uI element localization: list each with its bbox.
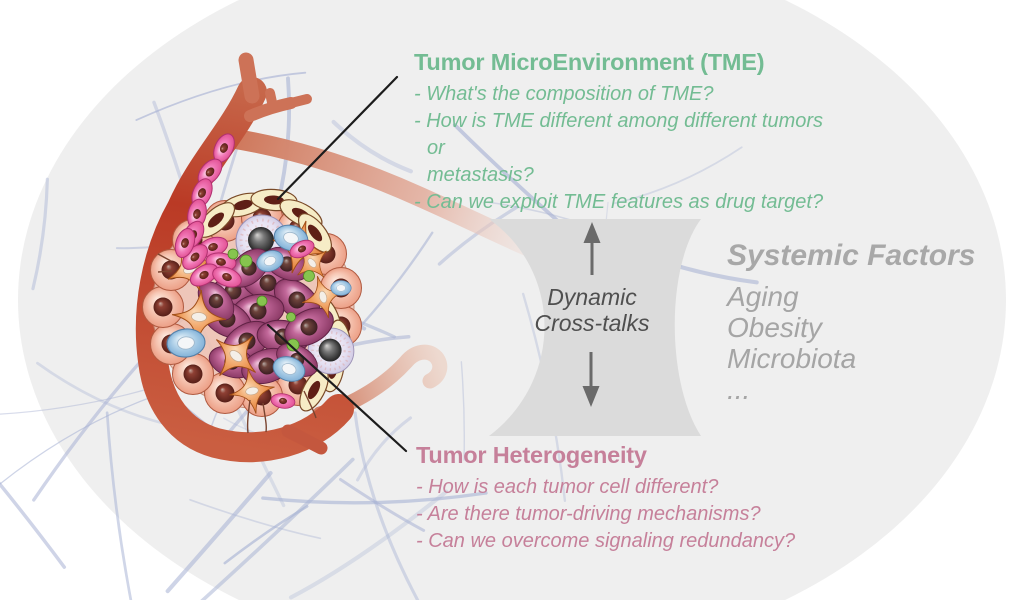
vessel-hook-bottom-right: [312, 344, 448, 422]
tme-question-1: - What's the composition of TME?: [414, 83, 714, 106]
systemic-item-aging: Aging: [727, 280, 799, 312]
heterogeneity-text-block: Tumor Heterogeneity - How is each tumor …: [416, 441, 846, 555]
crosstalk-connector: [489, 219, 701, 436]
vessel-branch-y-tip2: [286, 94, 312, 108]
vessel-branch-lower: [281, 424, 328, 455]
vessel-tip-top: [238, 52, 260, 104]
heterogeneity-question-2: - Are there tumor-driving mechanisms?: [416, 503, 761, 526]
tme-text-block: Tumor MicroEnvironment (TME) - What's th…: [414, 48, 844, 216]
tme-question-3: - Can we exploit TME features as drug ta…: [414, 191, 824, 214]
crosstalk-label: Dynamic Cross-talks: [502, 284, 682, 336]
systemic-item-microbiota: Microbiota: [727, 342, 857, 374]
tme-question-2-line2: metastasis?: [427, 164, 534, 187]
ecm-fiber: [288, 489, 449, 600]
crosstalk-line2: Cross-talks: [534, 310, 650, 336]
heterogeneity-title: Tumor Heterogeneity: [416, 442, 647, 468]
heterogeneity-question-1: - How is each tumor cell different?: [416, 476, 719, 499]
ecm-fiber: [189, 498, 322, 540]
green-matrix-bits: [227, 248, 315, 352]
ecm-fiber: [200, 457, 355, 600]
heterogeneity-question-3: - Can we overcome signaling redundancy?: [416, 530, 796, 553]
ecm-fiber: [135, 71, 307, 121]
tme-pointer-line: [276, 75, 399, 201]
systemic-item-ellipsis: ...: [727, 373, 751, 405]
ecm-fiber: [165, 470, 273, 594]
annotation-lines: [266, 75, 408, 453]
systemic-item-obesity: Obesity: [727, 311, 822, 343]
heterogeneity-question-list: - How is each tumor cell different? - Ar…: [416, 474, 846, 555]
systemic-factors-title: Systemic Factors: [727, 239, 976, 272]
vessel-branch-y-tip1: [265, 88, 278, 112]
ecm-fiber: [0, 396, 153, 485]
cell-projection-spikes: [157, 253, 317, 434]
tme-question-2-line1: - How is TME different among different t…: [414, 110, 824, 160]
ecm-fiber: [437, 205, 519, 266]
ecm-fiber: [356, 416, 412, 482]
hourglass-shape: [489, 219, 701, 436]
ecm-fiber: [31, 177, 49, 291]
ecm-fiber: [359, 231, 434, 328]
ecm-fiber: [613, 146, 743, 205]
crosstalk-line1: Dynamic: [547, 284, 637, 310]
systemic-factors-block: Systemic Factors Aging Obesity Microbiot…: [727, 239, 975, 405]
ecm-fiber: [105, 411, 133, 600]
heterogeneity-pointer-line: [266, 323, 408, 453]
ecm-fiber: [0, 481, 67, 569]
ecm-fiber: [353, 411, 420, 600]
ecm-fiber: [331, 119, 413, 174]
ecm-fiber: [460, 361, 466, 461]
ecm-fiber: [339, 477, 426, 532]
up-arrow: [583, 222, 601, 275]
systemic-factors-list: Aging Obesity Microbiota ...: [727, 281, 975, 405]
tme-question-list: - What's the composition of TME? - How i…: [414, 81, 844, 216]
tme-title: Tumor MicroEnvironment (TME): [414, 49, 765, 75]
down-arrow: [582, 352, 600, 407]
